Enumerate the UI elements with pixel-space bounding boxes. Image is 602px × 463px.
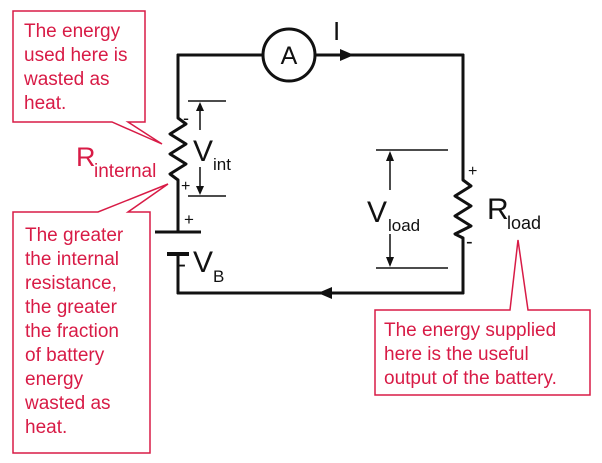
v-int-label-sub: int	[213, 155, 231, 174]
v-load-label-sub: load	[388, 216, 420, 235]
callout-bottom-left-box	[12, 183, 169, 454]
load-plus: +	[468, 163, 477, 180]
ammeter-circle	[261, 27, 317, 83]
callout-top-left-line-2: used here is	[24, 45, 128, 66]
internal-resistor-symbol	[168, 116, 188, 182]
callout-bottom-left-line-5: the fraction	[25, 321, 119, 342]
callout-bottom-left-text: The greater the internal resistance, the…	[24, 225, 129, 438]
v-int-label-main: V	[193, 135, 213, 168]
callout-bottom-left-line-4: the greater	[25, 297, 118, 318]
current-symbol: I	[333, 16, 340, 46]
battery-label-sub: B	[213, 267, 224, 286]
callout-bottom-right-box	[374, 239, 591, 396]
current-arrow-top	[340, 49, 354, 61]
callout-bottom-left-line-9: heat.	[25, 417, 67, 438]
callout-top-left-line-4: heat.	[24, 93, 66, 114]
callout-bottom-left-line-8: wasted as	[24, 393, 111, 414]
v-load-measurement	[376, 149, 448, 269]
v-load-arrow-up-head	[386, 151, 394, 161]
current-arrow-bottom	[318, 287, 332, 299]
callout-bottom-right-text: The energy supplied here is the useful o…	[384, 320, 561, 389]
callout-top-left-line-1: The energy	[24, 21, 121, 42]
v-int-minus: -	[183, 108, 189, 128]
load-resistor-symbol	[453, 178, 473, 240]
callout-top-left-line-3: wasted as	[23, 69, 110, 90]
battery-minus: -	[178, 251, 186, 278]
callout-bottom-left-line-7: energy	[25, 369, 84, 390]
r-internal-label-main: R	[76, 142, 96, 172]
callout-bottom-left-line-2: the internal	[25, 249, 119, 270]
battery-label-main: V	[193, 246, 213, 279]
v-load-arrow-down-head	[386, 257, 394, 267]
callout-bottom-left-line-6: of battery	[25, 345, 105, 366]
load-minus: -	[466, 231, 473, 253]
r-load-label-sub: load	[507, 213, 541, 233]
ammeter: A	[261, 27, 317, 83]
v-int-arrow-down-head	[196, 186, 204, 195]
callout-top-left-text: The energy used here is wasted as heat.	[23, 21, 133, 114]
r-load-label-main: R	[487, 193, 509, 226]
v-load-label-main: V	[367, 196, 387, 229]
v-int-measurement	[188, 100, 226, 197]
r-internal-label-sub: internal	[94, 161, 156, 182]
circuit-wires	[176, 53, 465, 295]
callout-bottom-right-line-2: here is the useful	[384, 344, 529, 365]
callout-bottom-left-line-1: The greater	[25, 225, 124, 246]
callout-top-left-box	[12, 10, 163, 145]
callout-bottom-right-line-1: The energy supplied	[384, 320, 556, 341]
callout-bottom-left-line-3: resistance,	[25, 273, 117, 294]
battery-plus: +	[184, 210, 194, 229]
callout-bottom-right-line-3: output of the battery.	[384, 368, 557, 389]
v-int-arrow-up-head	[196, 102, 204, 111]
v-int-plus: +	[181, 178, 190, 195]
ammeter-symbol: A	[281, 42, 298, 70]
